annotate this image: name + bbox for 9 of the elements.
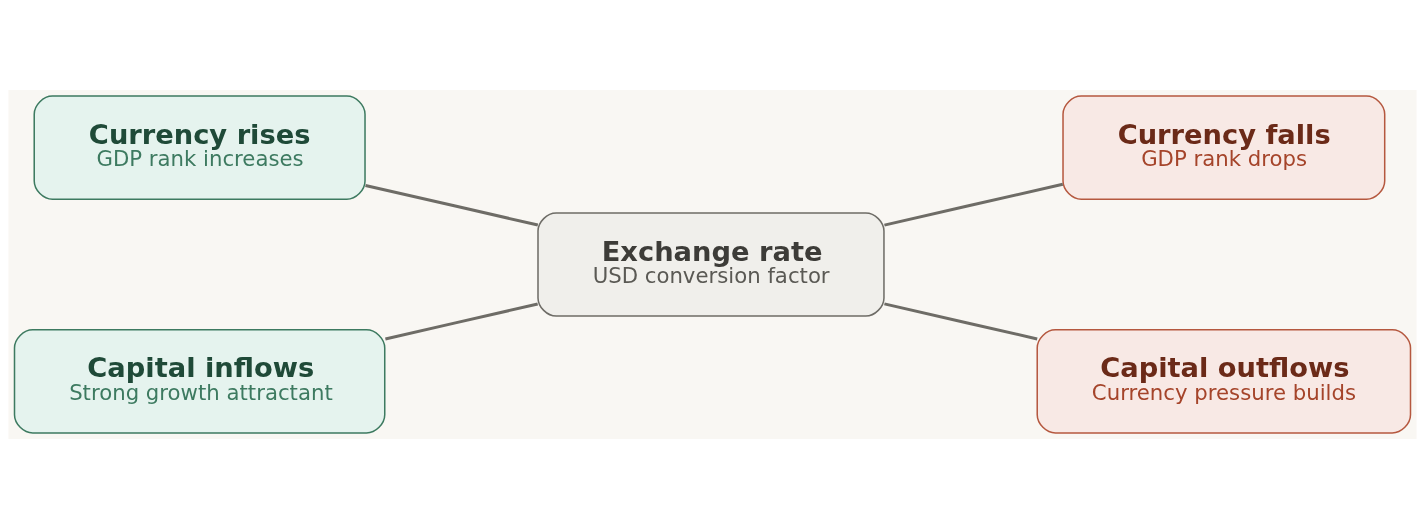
connector bbox=[385, 302, 539, 340]
node-box: Currency falls GDP rank drops bbox=[1062, 94, 1386, 200]
connector bbox=[365, 183, 539, 227]
node-box: Capital outflows Currency pressure builds bbox=[1036, 328, 1412, 434]
node-box: Exchange rate USD conversion factor bbox=[537, 211, 885, 317]
connector bbox=[884, 182, 1064, 227]
node-box: Currency rises GDP rank increases bbox=[33, 94, 366, 200]
connector bbox=[884, 301, 1038, 340]
node-box: Capital inflows Strong growth attractant bbox=[13, 328, 386, 434]
